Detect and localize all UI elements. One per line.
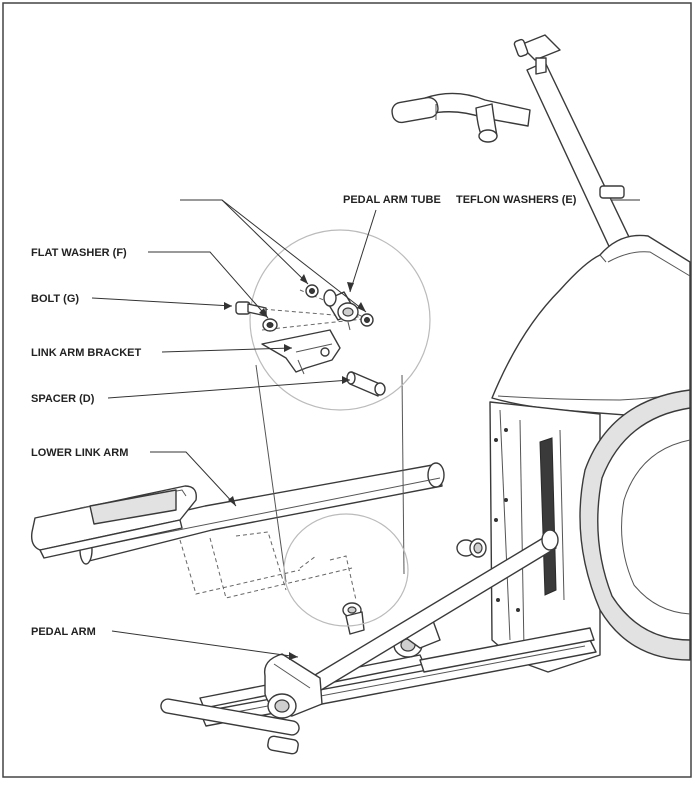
teflon-washer-right [360, 313, 374, 327]
label-bolt: BOLT (G) [31, 293, 79, 305]
label-pedal-arm-tube: PEDAL ARM TUBE [343, 194, 441, 206]
lower-link-arm [77, 462, 445, 565]
link-arm-bracket [261, 329, 341, 375]
elliptical-machine [30, 34, 691, 755]
pedal-arm [263, 529, 559, 719]
spacer-d [346, 371, 386, 397]
label-pedal-arm: PEDAL ARM [31, 626, 96, 638]
pedal-arm-tube [323, 289, 359, 331]
label-teflon-washers: TEFLON WASHERS (E) [456, 194, 577, 206]
label-lower-link-arm: LOWER LINK ARM [31, 447, 128, 459]
flywheel-cover [579, 389, 691, 661]
magnifier-source-circle [283, 513, 409, 627]
flat-washer-f [262, 318, 278, 332]
handle-grips [391, 92, 531, 143]
part-labels: PEDAL ARM TUBE TEFLON WASHERS (E) FLAT W… [31, 194, 577, 638]
pedal-arm-bracket-detail [342, 602, 365, 635]
leader-lines [91, 199, 640, 658]
label-link-arm-bracket: LINK ARM BRACKET [31, 347, 141, 359]
magnifier-detail-circle [249, 229, 431, 411]
leader-arrowheads [224, 274, 366, 660]
handlebar-post [513, 34, 641, 271]
label-spacer: SPACER (D) [31, 393, 95, 405]
detail-magnifier [249, 229, 431, 627]
exploded-parts [235, 284, 386, 397]
machine-shroud [491, 234, 691, 421]
teflon-washer-left [305, 284, 319, 298]
post-knob [599, 185, 625, 199]
frame-pivot-knob [456, 538, 487, 558]
label-flat-washer: FLAT WASHER (F) [31, 247, 127, 259]
assembly-path-dashed [179, 531, 357, 601]
pedal-footplate [30, 485, 197, 559]
